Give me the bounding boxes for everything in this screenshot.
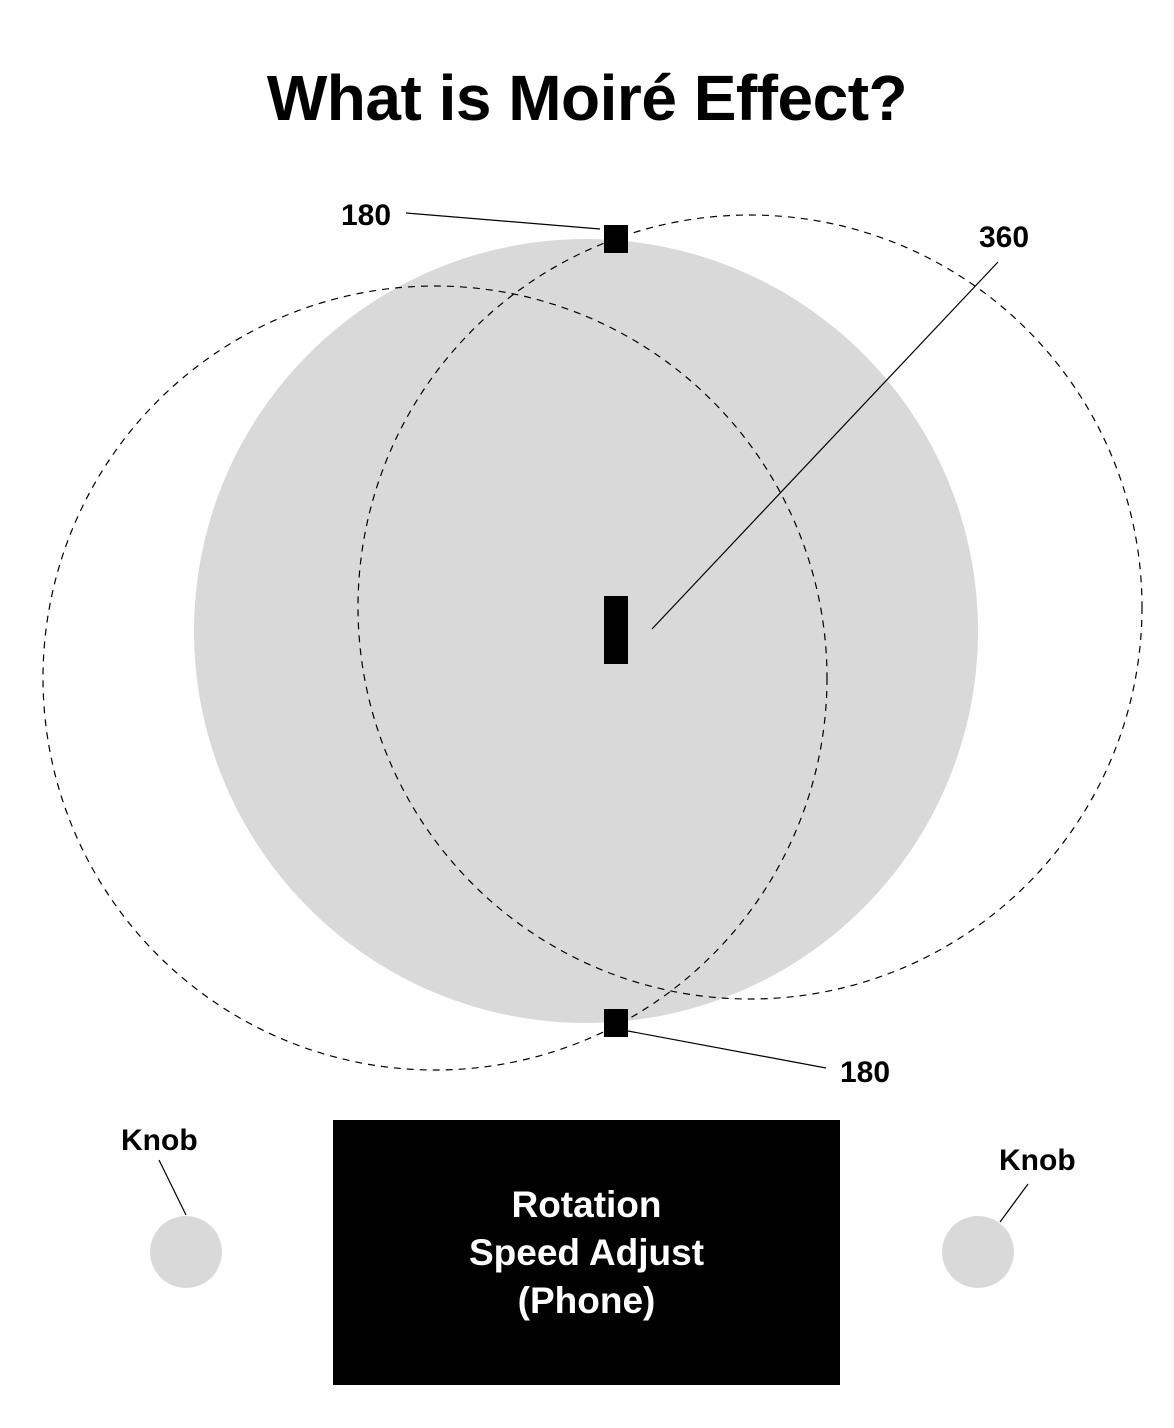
- center-angle-label: 360: [979, 221, 1029, 254]
- dashed-circle-right: [357, 214, 1143, 1000]
- phone-box-line-2: Speed Adjust: [468, 1231, 705, 1273]
- knob-left-leader-line: [158, 1159, 187, 1216]
- rotation-speed-adjust-phone-box[interactable]: Rotation Speed Adjust (Phone): [333, 1120, 840, 1385]
- rotating-disc: [194, 239, 978, 1023]
- knob-right-label: Knob: [999, 1144, 1076, 1177]
- top-marker: [604, 225, 628, 253]
- top-angle-label: 180: [341, 199, 391, 232]
- bottom-marker: [604, 1009, 628, 1037]
- dashed-circle-left: [42, 285, 828, 1071]
- phone-box-text: Rotation Speed Adjust (Phone): [469, 1181, 704, 1325]
- knob-left-label: Knob: [121, 1124, 198, 1157]
- center-marker: [604, 596, 628, 664]
- knob-right-leader-line: [999, 1183, 1029, 1223]
- knob-right[interactable]: [942, 1216, 1014, 1288]
- phone-box-line-1: Rotation: [511, 1183, 662, 1225]
- phone-box-line-3: (Phone): [517, 1279, 656, 1321]
- page-title: What is Moiré Effect?: [266, 62, 908, 134]
- top-leader-line: [405, 212, 601, 230]
- knob-left[interactable]: [150, 1216, 222, 1288]
- bottom-angle-label: 180: [840, 1056, 890, 1089]
- bottom-leader-line: [627, 1030, 827, 1069]
- center-leader-line: [651, 261, 999, 630]
